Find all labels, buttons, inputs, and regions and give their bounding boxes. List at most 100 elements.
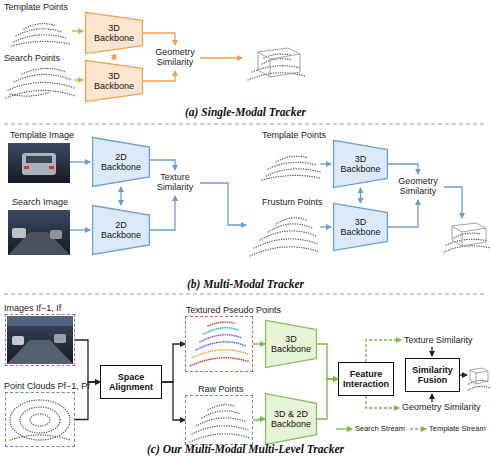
flow-arrows-part xyxy=(200,183,246,225)
backbone-block: 3D & 2D Backbone xyxy=(265,393,317,445)
template-image xyxy=(8,143,70,183)
raw-point-cloud xyxy=(190,405,250,442)
flow-arrows-part xyxy=(70,161,90,162)
connector xyxy=(360,188,361,203)
backbone-block: 3D Backbone xyxy=(333,140,388,188)
legend-line-sample xyxy=(410,424,428,434)
image-stack-part xyxy=(7,316,73,326)
flow-arrows-part xyxy=(150,160,175,170)
result-point-cloud xyxy=(468,380,490,390)
trapezoid-outline xyxy=(334,140,388,187)
template-point-cloud-part xyxy=(24,24,56,29)
textured-pseudo-points-part xyxy=(204,328,238,334)
legend-line xyxy=(336,428,352,429)
flow-arrows-part xyxy=(431,347,432,356)
frame-heading: Images If−1, If xyxy=(4,304,61,314)
pseudo-points-frame: Textured Pseudo Points xyxy=(185,316,253,372)
raw-point-cloud-part xyxy=(192,426,248,434)
image-stack xyxy=(7,316,73,364)
text-label: Template Points xyxy=(4,3,68,13)
legend-line xyxy=(410,428,426,429)
text-label: Geometry Similarity xyxy=(150,47,200,68)
panel-separator xyxy=(4,124,487,125)
result-point-cloud-part xyxy=(468,386,490,390)
text-label: Texture Similarity xyxy=(404,336,473,346)
backbone-block: 3D Backbone xyxy=(333,203,388,251)
trapezoid-outline xyxy=(93,138,150,187)
template-image-part xyxy=(8,143,70,183)
raw-point-cloud-part xyxy=(202,411,240,418)
connector xyxy=(75,340,100,382)
template-image-part xyxy=(26,156,52,163)
connector xyxy=(162,382,185,420)
flow-arrows-part xyxy=(388,200,418,227)
search-point-cloud-part xyxy=(8,82,74,90)
raw-point-cloud xyxy=(10,400,70,440)
textured-pseudo-points-part xyxy=(192,350,248,358)
raw-point-cloud-part xyxy=(20,407,60,433)
template-point-cloud-part xyxy=(14,35,66,42)
flow-arrows-part xyxy=(74,79,83,80)
text-label: Template Image xyxy=(10,131,74,141)
flow-arrows-part xyxy=(320,226,331,227)
template-point-cloud xyxy=(262,156,320,180)
trapezoid-outline xyxy=(334,203,388,250)
search-point-cloud-part xyxy=(22,68,66,74)
frustum-point-cloud-part xyxy=(250,247,320,256)
bounding-box xyxy=(470,368,488,384)
legend-text: Template Stream xyxy=(429,425,486,433)
node-label: 3D & 2D Backbone xyxy=(270,409,312,430)
result-point-cloud-part xyxy=(444,246,490,252)
trapezoid-outline xyxy=(86,60,143,101)
text-label: Search Points xyxy=(4,54,60,64)
result-point-cloud-part xyxy=(262,59,292,64)
backbone-block: 3D Backbone xyxy=(265,320,317,368)
backbone-block: 2D Backbone xyxy=(92,205,150,255)
frustum-point-cloud-part xyxy=(268,224,312,232)
textured-pseudo-points-part xyxy=(196,342,246,350)
flow-arrows-part xyxy=(366,396,399,408)
raw-point-cloud-part xyxy=(190,434,250,442)
trapezoid-outline xyxy=(86,12,143,53)
legend-line-sample xyxy=(336,424,354,434)
text-label: Search Image xyxy=(12,198,68,208)
textured-pseudo-points xyxy=(190,322,250,366)
search-image xyxy=(8,210,70,255)
node-label: 3D Backbone xyxy=(91,71,137,92)
node-label: 3D Backbone xyxy=(270,334,312,355)
flow-arrows-part xyxy=(143,71,175,81)
trapezoid-outline xyxy=(266,394,317,445)
node-label: 2D Backbone xyxy=(98,152,144,173)
trapezoid-outline xyxy=(266,320,317,367)
result-point-cloud-part xyxy=(454,233,480,238)
search-point-cloud-part xyxy=(6,90,75,98)
connector xyxy=(253,419,265,420)
node-label: Feature Interaction xyxy=(340,369,392,390)
flow-arrows-part xyxy=(70,229,90,230)
backbone-block: 3D Backbone xyxy=(85,60,143,102)
flow-arrows-part xyxy=(388,164,418,174)
image-stack-part xyxy=(12,336,24,345)
connector xyxy=(162,344,185,382)
frame-heading: Point Clouds Pf−1, Pf xyxy=(4,382,90,392)
connector xyxy=(113,54,114,60)
search-point-cloud-part xyxy=(10,92,50,96)
node-label: 2D Backbone xyxy=(98,220,144,241)
backbone-block: 3D Backbone xyxy=(85,12,143,54)
backbone-block: 2D Backbone xyxy=(92,137,150,187)
raw-points-frame: Raw Points xyxy=(185,395,253,445)
bounding-box xyxy=(452,223,486,246)
subfigure-caption: (a) Single-Modal Tracker xyxy=(0,106,491,118)
template-point-cloud-part xyxy=(16,29,62,36)
flow-arrows-part xyxy=(72,30,83,31)
frustum-point-cloud-part xyxy=(276,218,306,224)
flow-arrows-part xyxy=(320,163,331,164)
raw-point-cloud-part xyxy=(30,414,50,426)
flow-arrows-part xyxy=(366,340,401,362)
node-label: 3D Backbone xyxy=(91,23,137,44)
search-point-cloud-part xyxy=(14,74,72,82)
textured-pseudo-points-part xyxy=(208,322,234,326)
